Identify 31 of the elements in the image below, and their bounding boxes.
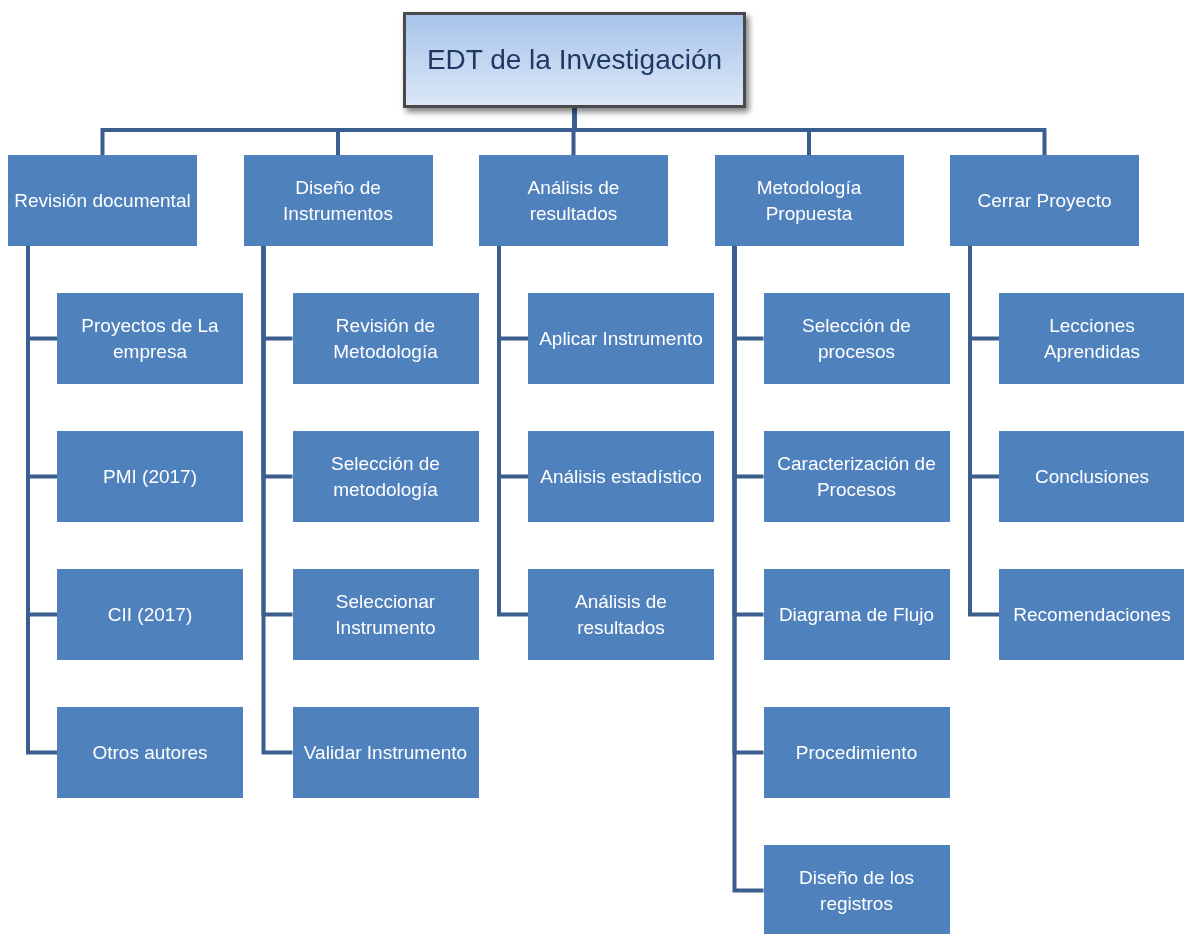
task-box: Validar Instrumento — [292, 707, 479, 798]
connector-line — [732, 246, 764, 893]
task-box: Metodología Propuesta — [714, 155, 904, 246]
task-box: CII (2017) — [57, 569, 243, 660]
connector-line — [968, 246, 999, 617]
task-box: Conclusiones — [999, 431, 1184, 522]
task-box: Diseño de Instrumentos — [243, 155, 433, 246]
task-box: Análisis de resultados — [528, 569, 714, 660]
title-box: EDT de la Investigación — [403, 12, 746, 108]
task-box: PMI (2017) — [57, 431, 243, 522]
task-box: Revisión de Metodología — [292, 293, 479, 384]
task-box: Selección de procesos — [763, 293, 950, 384]
task-box: Recomendaciones — [999, 569, 1184, 660]
task-box: Proyectos de La empresa — [57, 293, 243, 384]
task-box: Análisis de resultados — [479, 155, 668, 246]
connector-line — [572, 108, 1047, 155]
task-box: Seleccionar Instrumento — [292, 569, 479, 660]
connector-line — [26, 246, 57, 755]
task-box: Caracterización de Procesos — [763, 431, 950, 522]
task-box: Selección de metodología — [292, 431, 479, 522]
task-box: Procedimiento — [763, 707, 950, 798]
connector-line — [261, 246, 293, 755]
task-box: Revisión documental — [8, 155, 197, 246]
task-box: Otros autores — [57, 707, 243, 798]
task-box: Lecciones Aprendidas — [999, 293, 1184, 384]
connector-line — [497, 246, 528, 617]
task-box: Aplicar Instrumento — [528, 293, 714, 384]
task-box: Diseño de los registros — [763, 845, 950, 934]
task-box: Cerrar Proyecto — [950, 155, 1139, 246]
task-box: Diagrama de Flujo — [763, 569, 950, 660]
task-box: Análisis estadístico — [528, 431, 714, 522]
